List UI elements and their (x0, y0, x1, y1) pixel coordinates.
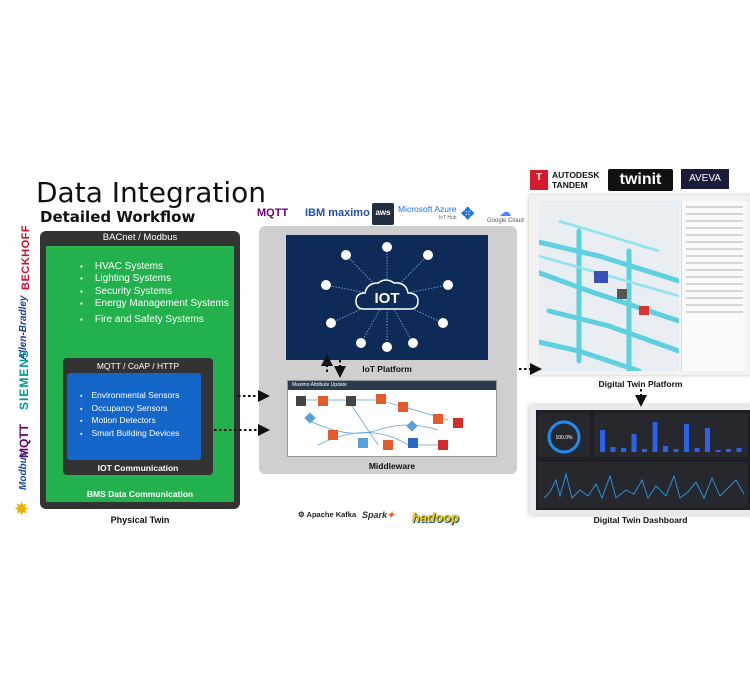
middleware-screenshot: Maximo Attribute Update (287, 380, 497, 457)
hadoop-logo: hadoop (412, 510, 459, 525)
dashboard-bar (621, 448, 626, 452)
flow-node (438, 440, 448, 450)
flow-node (433, 414, 443, 424)
kafka-logo: ⚙ Apache Kafka (298, 510, 356, 519)
sensor-item: Occupancy Sensors (80, 403, 179, 416)
properties-panel (681, 201, 747, 371)
iot-platform-label: IoT Platform (362, 364, 412, 374)
kafka-icon: ⚙ (298, 510, 305, 519)
digital-twin-platform-label: Digital Twin Platform (598, 379, 683, 389)
spark-logo: Spark✦ (362, 510, 395, 521)
twinit-logo: twinit (608, 169, 673, 191)
bacnet-label: BACnet / Modbus (102, 232, 178, 243)
dashboard-screenshot: 100.0% (536, 410, 750, 510)
dashboard-bar (736, 448, 742, 452)
flow-node (398, 402, 408, 412)
iot-protocols-label: MQTT / CoAP / HTTP (96, 361, 180, 371)
system-item: HVAC Systems (80, 261, 229, 273)
cloud-icon: ☁ (499, 205, 512, 219)
flow-node (318, 396, 328, 406)
dashboard-bar (684, 424, 689, 452)
azure-logo-sub: IoT Hub (438, 215, 457, 221)
dashboard-bar (705, 428, 710, 452)
page-subtitle: Detailed Workflow (40, 208, 196, 226)
azure-logo-text: Microsoft Azure (398, 204, 457, 214)
dashboard-graphics: 100.0% (538, 413, 748, 508)
tandem-bottom-text: TANDEM (552, 180, 588, 190)
dashboard-bar (631, 434, 637, 452)
flow-node (383, 440, 393, 450)
flow-node (408, 438, 418, 448)
spark-star-icon: ✦ (387, 510, 395, 520)
system-item: Energy Management Systems (80, 298, 229, 310)
aveva-logo: AVEVA (681, 169, 729, 189)
flow-diagram (296, 394, 463, 450)
google-cloud-logo: ☁ Google Cloud (487, 206, 524, 224)
dashboard-bar (642, 449, 647, 452)
sensor-item: Smart Building Devices (80, 428, 179, 441)
spark-text: Spark (362, 510, 388, 520)
network-icon: ✥ (461, 206, 475, 223)
flow-node (328, 430, 338, 440)
mw-window-title: Maximo Attribute Update (288, 381, 496, 390)
sensor-item: Motion Detectors (80, 415, 179, 428)
bim-3d-view (539, 201, 679, 371)
modbus-star-icon: ✸ (14, 499, 30, 519)
flow-node (358, 438, 368, 448)
dashboard-bar (652, 422, 658, 452)
bms-comm-label: BMS Data Communication (86, 489, 194, 499)
flow-node (346, 396, 356, 406)
tandem-top-text: AUTODESK (552, 170, 600, 180)
dashboard-bar (663, 446, 668, 452)
systems-list: HVAC Systems Lighting Systems Security S… (80, 261, 229, 326)
system-item: Lighting Systems (80, 273, 229, 285)
iot-center-label: IOT (375, 290, 400, 307)
ibm-maximo-logo: IBM maximo (305, 207, 370, 219)
system-item: Fire and Safety Systems (80, 314, 229, 326)
tandem-logo: AUTODESK TANDEM (552, 170, 600, 190)
dashboard-bar (673, 449, 679, 452)
tandem-t-logo: T (530, 170, 548, 190)
kafka-text: Apache Kafka (306, 510, 357, 519)
iot-platform-graphic: IOT (286, 235, 488, 360)
page-title: Data Integration (36, 176, 267, 209)
gauge-value: 100.0% (556, 435, 574, 441)
dashboard-bar (694, 448, 700, 452)
dashboard-bar (715, 450, 721, 452)
middleware-label: Middleware (368, 461, 416, 471)
dashboard-bar (726, 449, 731, 452)
google-cloud-text: Google Cloud (487, 218, 524, 224)
azure-logo: Microsoft Azure IoT Hub (398, 205, 457, 223)
ducts-illustration (539, 219, 679, 371)
flow-node (453, 418, 463, 428)
system-item: Security Systems (80, 286, 229, 298)
mqtt-logo: MQTT (257, 207, 289, 219)
sensors-list: Environmental Sensors Occupancy Sensors … (80, 390, 179, 440)
physical-twin-caption: Physical Twin (110, 515, 170, 525)
dashboard-bar (600, 430, 605, 452)
iot-cloud-diagram: IOT (321, 242, 453, 352)
sensor-item: Environmental Sensors (80, 390, 179, 403)
iot-comm-label: IOT Communication (97, 463, 179, 473)
flow-node (376, 394, 386, 404)
flow-node (296, 396, 306, 406)
dashboard-bar (610, 447, 616, 452)
aws-logo: aws (372, 203, 394, 225)
digital-twin-dashboard-label: Digital Twin Dashboard (593, 515, 688, 525)
